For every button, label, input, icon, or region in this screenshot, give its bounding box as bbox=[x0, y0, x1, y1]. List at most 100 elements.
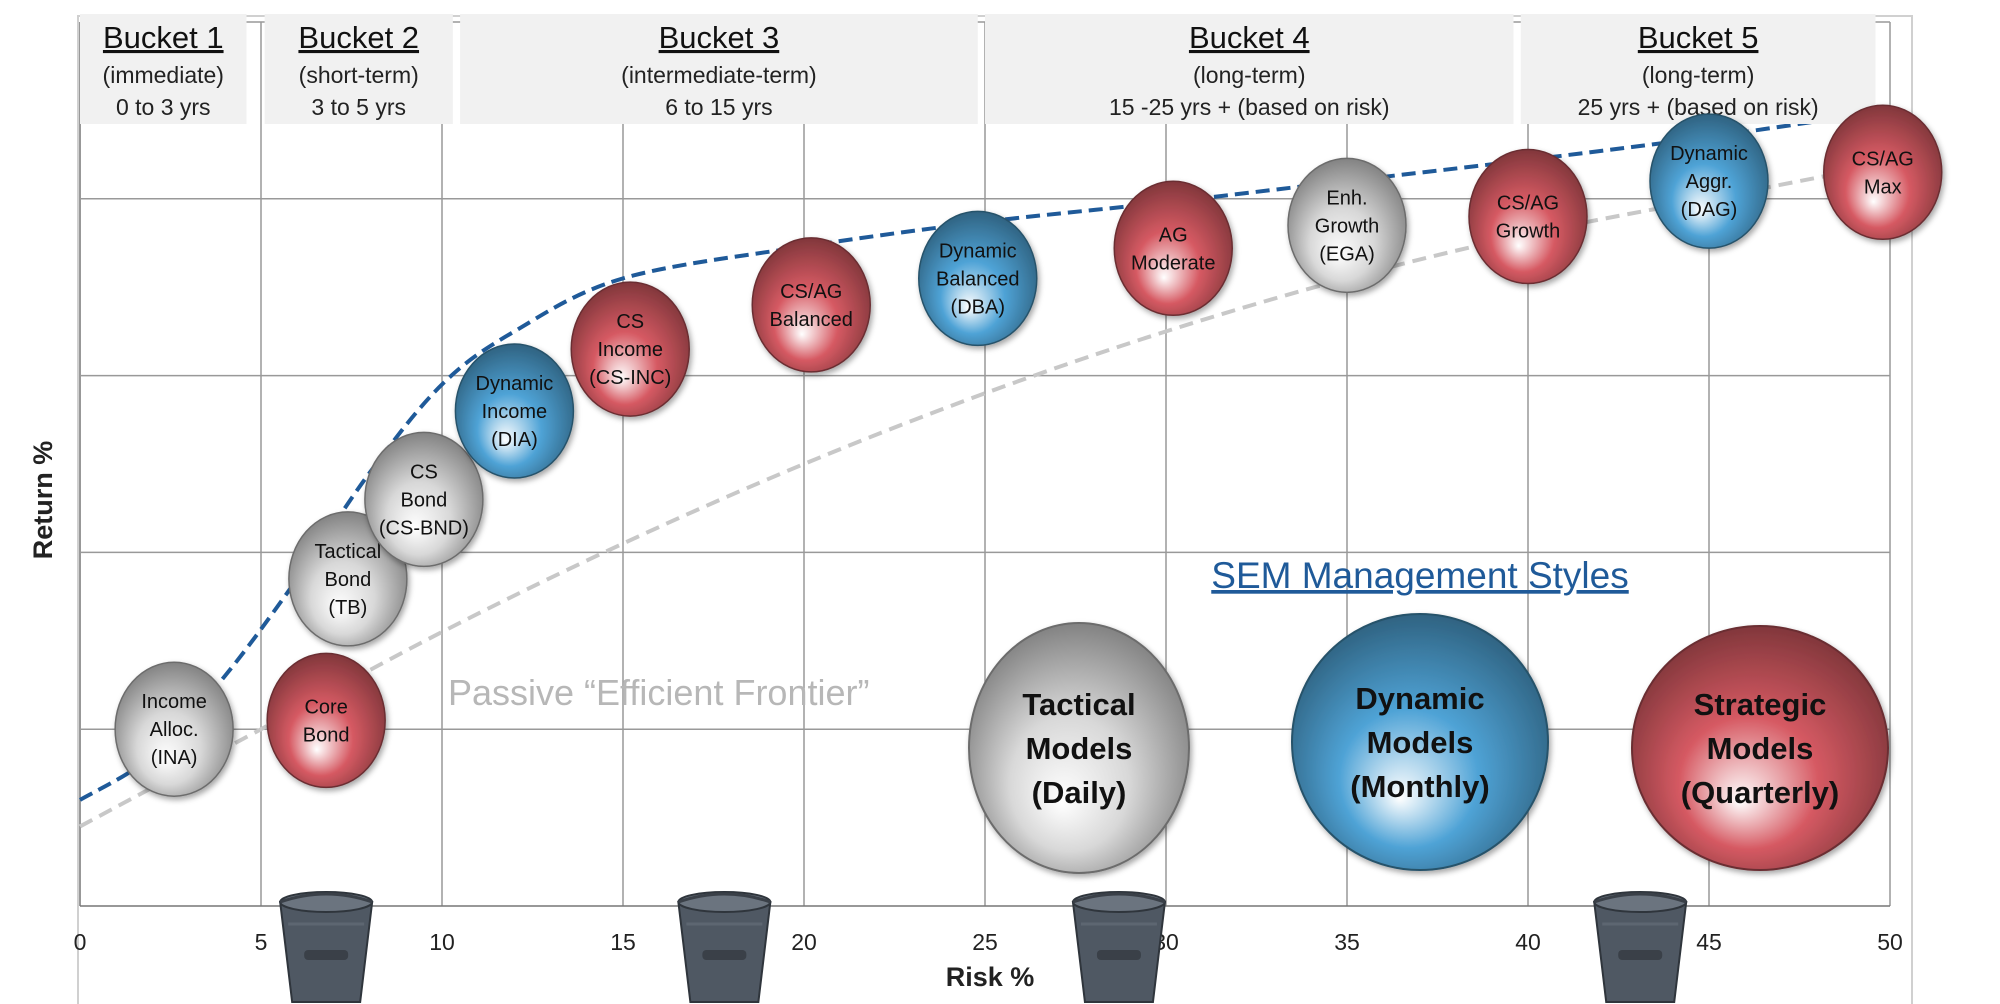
bucket-years: 0 to 3 yrs bbox=[116, 94, 211, 120]
bucket-term: (long-term) bbox=[1193, 62, 1305, 88]
bubble-label-line: Bond bbox=[401, 489, 448, 511]
bubble-label-line: Income bbox=[482, 401, 548, 423]
data-point-strategic: CS/AG Growth bbox=[1468, 148, 1588, 285]
pail-icon bbox=[1071, 891, 1167, 1003]
bubble-label-line: Dynamic bbox=[939, 240, 1017, 262]
bucket-headers: Bucket 1 (immediate) 0 to 3 yrs Bucket 2 (sh… bbox=[80, 14, 1876, 124]
bubble-label-line: (CS-BND) bbox=[379, 517, 469, 539]
bubble-label-line: CS/AG bbox=[1852, 148, 1914, 170]
x-tick-label: 40 bbox=[1515, 929, 1541, 955]
bubble-label-line: Growth bbox=[1496, 220, 1560, 242]
bucket-term: (short-term) bbox=[299, 62, 419, 88]
data-point-strategic: CS/AG Max bbox=[1823, 104, 1943, 241]
bubble-label-line: Max bbox=[1864, 176, 1902, 198]
bubble-label-line: Dynamic bbox=[476, 373, 554, 395]
bubble-label-line: Tactical bbox=[315, 541, 382, 563]
bubble-label-line: CS bbox=[410, 461, 438, 483]
x-tick-label: 5 bbox=[255, 929, 268, 955]
bubble-label-line: (Monthly) bbox=[1350, 769, 1489, 804]
bucket-years: 3 to 5 yrs bbox=[311, 94, 406, 120]
x-tick-label: 45 bbox=[1696, 929, 1722, 955]
data-point-strategic: CS/AG Balanced bbox=[751, 237, 871, 373]
bubble-label-line: Models bbox=[1707, 731, 1814, 766]
pail-icon bbox=[677, 891, 772, 1003]
bubble-label-line: CS/AG bbox=[1497, 192, 1559, 214]
bubble-label-line: Alloc. bbox=[150, 719, 199, 741]
x-tick-label: 50 bbox=[1877, 929, 1903, 955]
bubble-label-line: Income bbox=[141, 691, 207, 713]
bubble-label-line: CS/AG bbox=[780, 281, 842, 303]
bucket-panel bbox=[460, 14, 978, 124]
bubble-label-line: (EGA) bbox=[1319, 243, 1375, 265]
bucket-title: Bucket 1 bbox=[103, 20, 224, 55]
bubble-label-line: Strategic bbox=[1694, 687, 1827, 722]
bucket-title: Bucket 3 bbox=[659, 20, 780, 55]
frontier-label: Passive “Efficient Frontier” bbox=[448, 672, 869, 713]
bubble-label-line: Aggr. bbox=[1686, 171, 1733, 193]
bucket-panel bbox=[985, 14, 1514, 124]
bubble-label-line: Growth bbox=[1315, 215, 1379, 237]
x-tick-label: 20 bbox=[791, 929, 817, 955]
bubble-label-line: Dynamic bbox=[1670, 143, 1748, 165]
bubble-label-line: Models bbox=[1026, 731, 1133, 766]
bucket-title: Bucket 5 bbox=[1638, 20, 1759, 55]
bucket-years: 15 -25 yrs + (based on risk) bbox=[1109, 94, 1390, 120]
bucket-term: (immediate) bbox=[103, 62, 224, 88]
bubble-label-line: (DIA) bbox=[491, 429, 538, 451]
x-axis-label: Risk % bbox=[946, 962, 1035, 992]
bucket-panel bbox=[1520, 14, 1876, 124]
x-tick-label: 15 bbox=[610, 929, 636, 955]
bubble-label-line: CS bbox=[616, 311, 644, 333]
legend-title: SEM Management Styles bbox=[1211, 555, 1628, 596]
bubble-label-line: (Quarterly) bbox=[1681, 775, 1839, 810]
bucket-term: (intermediate-term) bbox=[621, 62, 817, 88]
bubble-label-line: (DBA) bbox=[951, 296, 1005, 318]
bucket-icons bbox=[279, 891, 1688, 1003]
bubble-label-line: Income bbox=[597, 339, 663, 361]
bubble-label-line: Moderate bbox=[1131, 252, 1216, 274]
bubble-label-line: (Daily) bbox=[1032, 775, 1127, 810]
pail-icon bbox=[279, 891, 374, 1003]
bucket-panel bbox=[264, 14, 453, 124]
bubble-label-line: Dynamic bbox=[1355, 681, 1484, 716]
x-tick-label: 10 bbox=[429, 929, 455, 955]
bucket-header-2: Bucket 2 (short-term) 3 to 5 yrs bbox=[264, 14, 453, 124]
data-point-tactical: CS Bond (CS-BND) bbox=[364, 431, 484, 568]
data-point-strategic: CS Income (CS-INC) bbox=[570, 281, 690, 417]
pail-icon bbox=[1593, 891, 1688, 1003]
x-tick-label: 35 bbox=[1334, 929, 1360, 955]
bubble-label-line: (DAG) bbox=[1681, 199, 1738, 221]
bubble-label-line: (CS-INC) bbox=[589, 367, 671, 389]
bubble-label-line: Enh. bbox=[1326, 187, 1367, 209]
x-tick-label: 0 bbox=[74, 929, 87, 955]
bucket-header-4: Bucket 4 (long-term) 15 -25 yrs + (based o… bbox=[985, 14, 1514, 124]
bubble-label-line: Tactical bbox=[1022, 687, 1135, 722]
x-tick-label: 25 bbox=[972, 929, 998, 955]
bubble-label-line: Balanced bbox=[770, 309, 853, 331]
bubble-label-line: Models bbox=[1367, 725, 1474, 760]
bubble-label-line: Core bbox=[304, 696, 347, 718]
bubble-label-line: (TB) bbox=[328, 597, 367, 619]
y-axis-label: Return % bbox=[28, 441, 58, 560]
bucket-title: Bucket 4 bbox=[1189, 20, 1310, 55]
bucket-header-1: Bucket 1 (immediate) 0 to 3 yrs bbox=[80, 14, 247, 124]
bucket-panel bbox=[80, 14, 247, 124]
bubble-label-line: (INA) bbox=[151, 747, 198, 769]
bucket-header-3: Bucket 3(intermediate-term)6 to 15 yrs bbox=[460, 14, 978, 124]
bucket-title: Bucket 2 bbox=[298, 20, 419, 55]
bucket-term: (long-term) bbox=[1642, 62, 1754, 88]
bubble-label-line: Bond bbox=[303, 724, 350, 746]
bucket-header-5: Bucket 5(long-term)25 yrs + (based on ri… bbox=[1520, 14, 1876, 124]
bubble-label-line: Bond bbox=[325, 569, 372, 591]
